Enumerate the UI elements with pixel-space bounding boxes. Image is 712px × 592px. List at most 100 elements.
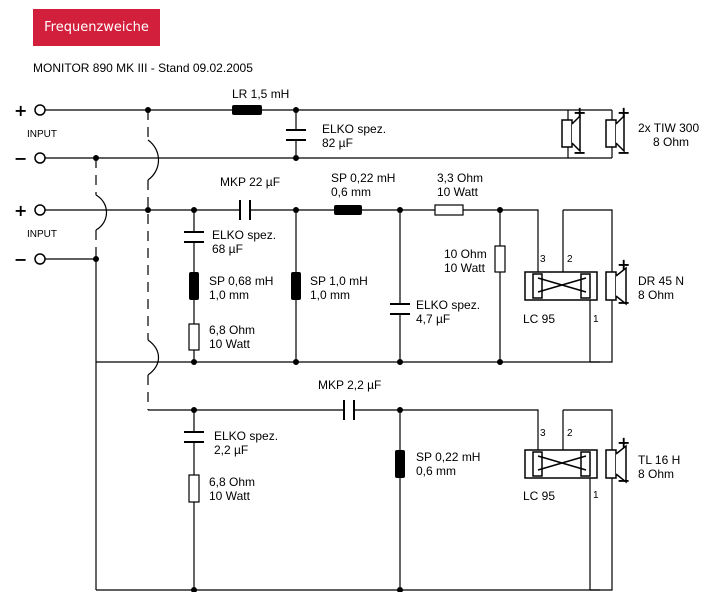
diagram-subtitle: MONITOR 890 MK III - Stand 09.02.2005	[33, 61, 253, 75]
cap-mkp22	[239, 200, 251, 220]
elko82-value: 82 µF	[322, 136, 353, 150]
input1-label: INPUT	[27, 129, 57, 140]
tl16-speaker	[605, 444, 627, 484]
lc95-tw-pin2: 2	[567, 428, 573, 439]
lc95b-top-wire	[562, 409, 613, 450]
junction-dots	[93, 107, 503, 592]
r68-tw-label: 6,8 Ohm	[209, 475, 255, 489]
sp022-tw-wire: 0,6 mm	[416, 464, 456, 478]
r10-watt: 10 Watt	[444, 261, 486, 275]
lc95-mid-frame	[524, 271, 598, 301]
lc95-tw-elem-right	[580, 451, 591, 477]
inductors	[189, 105, 405, 478]
lc95-mid-cross	[537, 277, 587, 293]
speaker-dr45-cone	[615, 266, 627, 306]
crossover-hop-3	[147, 339, 160, 376]
input1-plus-terminal	[34, 104, 46, 116]
inductor-sp10	[291, 272, 301, 300]
r68-mid-watt: 10 Watt	[209, 337, 251, 351]
inductor-sp022-mid	[334, 205, 362, 215]
input2-minus-terminal	[34, 253, 46, 265]
tw-plus-rail	[148, 409, 539, 450]
mkp22-label: MKP 22 µF	[220, 175, 280, 189]
woofer-speakers	[561, 114, 625, 153]
inductor-lr15	[232, 105, 262, 115]
cap-elko47	[390, 303, 410, 315]
woofer-impedance: 8 Ohm	[653, 135, 689, 149]
resistor-6r8-mid	[188, 323, 200, 351]
lc95-mid-box	[524, 271, 598, 301]
elko22-value: 2,2 µF	[214, 443, 248, 457]
cap-elko22	[184, 431, 204, 443]
lc95-mid-pin2: 2	[567, 254, 573, 265]
lc95-mid-pin3: 3	[540, 254, 546, 265]
crossover-hop-1	[147, 139, 160, 181]
speaker-tl16	[605, 449, 617, 479]
cap-elko68	[184, 231, 204, 243]
dr45-plus: +	[617, 255, 630, 274]
inductor-sp068	[189, 272, 199, 300]
dr45-speaker	[605, 266, 627, 306]
mid-plus-rail	[44, 209, 539, 272]
r33-label: 3,3 Ohm	[437, 171, 483, 185]
capacitors	[184, 129, 410, 443]
mkp22u-label: MKP 2,2 µF	[318, 378, 381, 392]
cap-elko82	[286, 129, 306, 141]
r33-watt: 10 Watt	[437, 185, 479, 199]
elko47-label: ELKO spez.	[416, 298, 480, 312]
sp068-wire: 1,0 mm	[209, 288, 249, 302]
input1-minus-terminal	[34, 152, 46, 164]
cap-mkp22u	[343, 400, 355, 420]
lr15-label: LR 1,5 mH	[232, 87, 289, 101]
tl16-label: TL 16 H	[638, 453, 680, 467]
input2-minus-sign: −	[14, 250, 27, 269]
dr45-minus: −	[617, 293, 630, 312]
tl16-minus: −	[617, 471, 630, 490]
speaker-tiw300-b-cone	[615, 114, 625, 153]
sp10-wire: 1,0 mm	[310, 288, 350, 302]
woofer-a-plus: +	[573, 103, 586, 122]
title-badge: Frequenzweiche	[33, 9, 160, 46]
woofer-b-plus: +	[617, 103, 630, 122]
tl16-plus: +	[617, 433, 630, 452]
dr45-impedance: 8 Ohm	[638, 288, 674, 302]
crossover-hop-2	[95, 194, 108, 231]
tl16-return	[590, 478, 613, 591]
input2-label: INPUT	[27, 229, 57, 240]
lc95-tw-label: LC 95	[523, 489, 555, 503]
lc95-mid-label: LC 95	[523, 312, 555, 326]
lc95-tw-box	[524, 449, 598, 479]
woofer-label: 2x TIW 300	[638, 121, 699, 135]
woofer-a-minus: −	[573, 143, 586, 162]
elko82-label: ELKO spez.	[322, 122, 386, 136]
wiring	[44, 109, 613, 591]
lc95-mid-elem-left	[532, 273, 543, 299]
sp022-mid-label: SP 0,22 mH	[331, 171, 395, 185]
resistor-6r8-tw	[188, 474, 200, 503]
sp022-mid-wire: 0,6 mm	[331, 185, 371, 199]
lc95-tw-frame	[524, 449, 598, 479]
lc95-top-wire	[562, 209, 613, 272]
speaker-tiw300-a	[561, 119, 573, 148]
tl16-impedance: 8 Ohm	[638, 467, 674, 481]
resistor-10r	[494, 245, 506, 273]
input1-plus-sign: +	[14, 101, 27, 120]
r10-label: 10 Ohm	[444, 247, 487, 261]
lc95-mid-pin1: 1	[593, 314, 599, 325]
input-terminals	[34, 104, 46, 265]
speaker-tiw300-a-cone	[571, 114, 581, 153]
r68-mid-label: 6,8 Ohm	[209, 323, 255, 337]
dr45-label: DR 45 N	[638, 274, 684, 288]
elko68-value: 68 µF	[212, 242, 243, 256]
sp068-label: SP 0,68 mH	[209, 274, 273, 288]
speaker-dr45	[605, 271, 617, 301]
speaker-tl16-cone	[615, 444, 627, 484]
sp10-label: SP 1,0 mH	[310, 274, 368, 288]
elko47-value: 4,7 µF	[416, 312, 450, 326]
speaker-tiw300-b	[605, 119, 617, 148]
input2-plus-terminal	[34, 204, 46, 216]
dr45-return	[590, 300, 613, 363]
inductor-sp022-tw	[395, 450, 405, 478]
woofer-b-minus: −	[617, 143, 630, 162]
